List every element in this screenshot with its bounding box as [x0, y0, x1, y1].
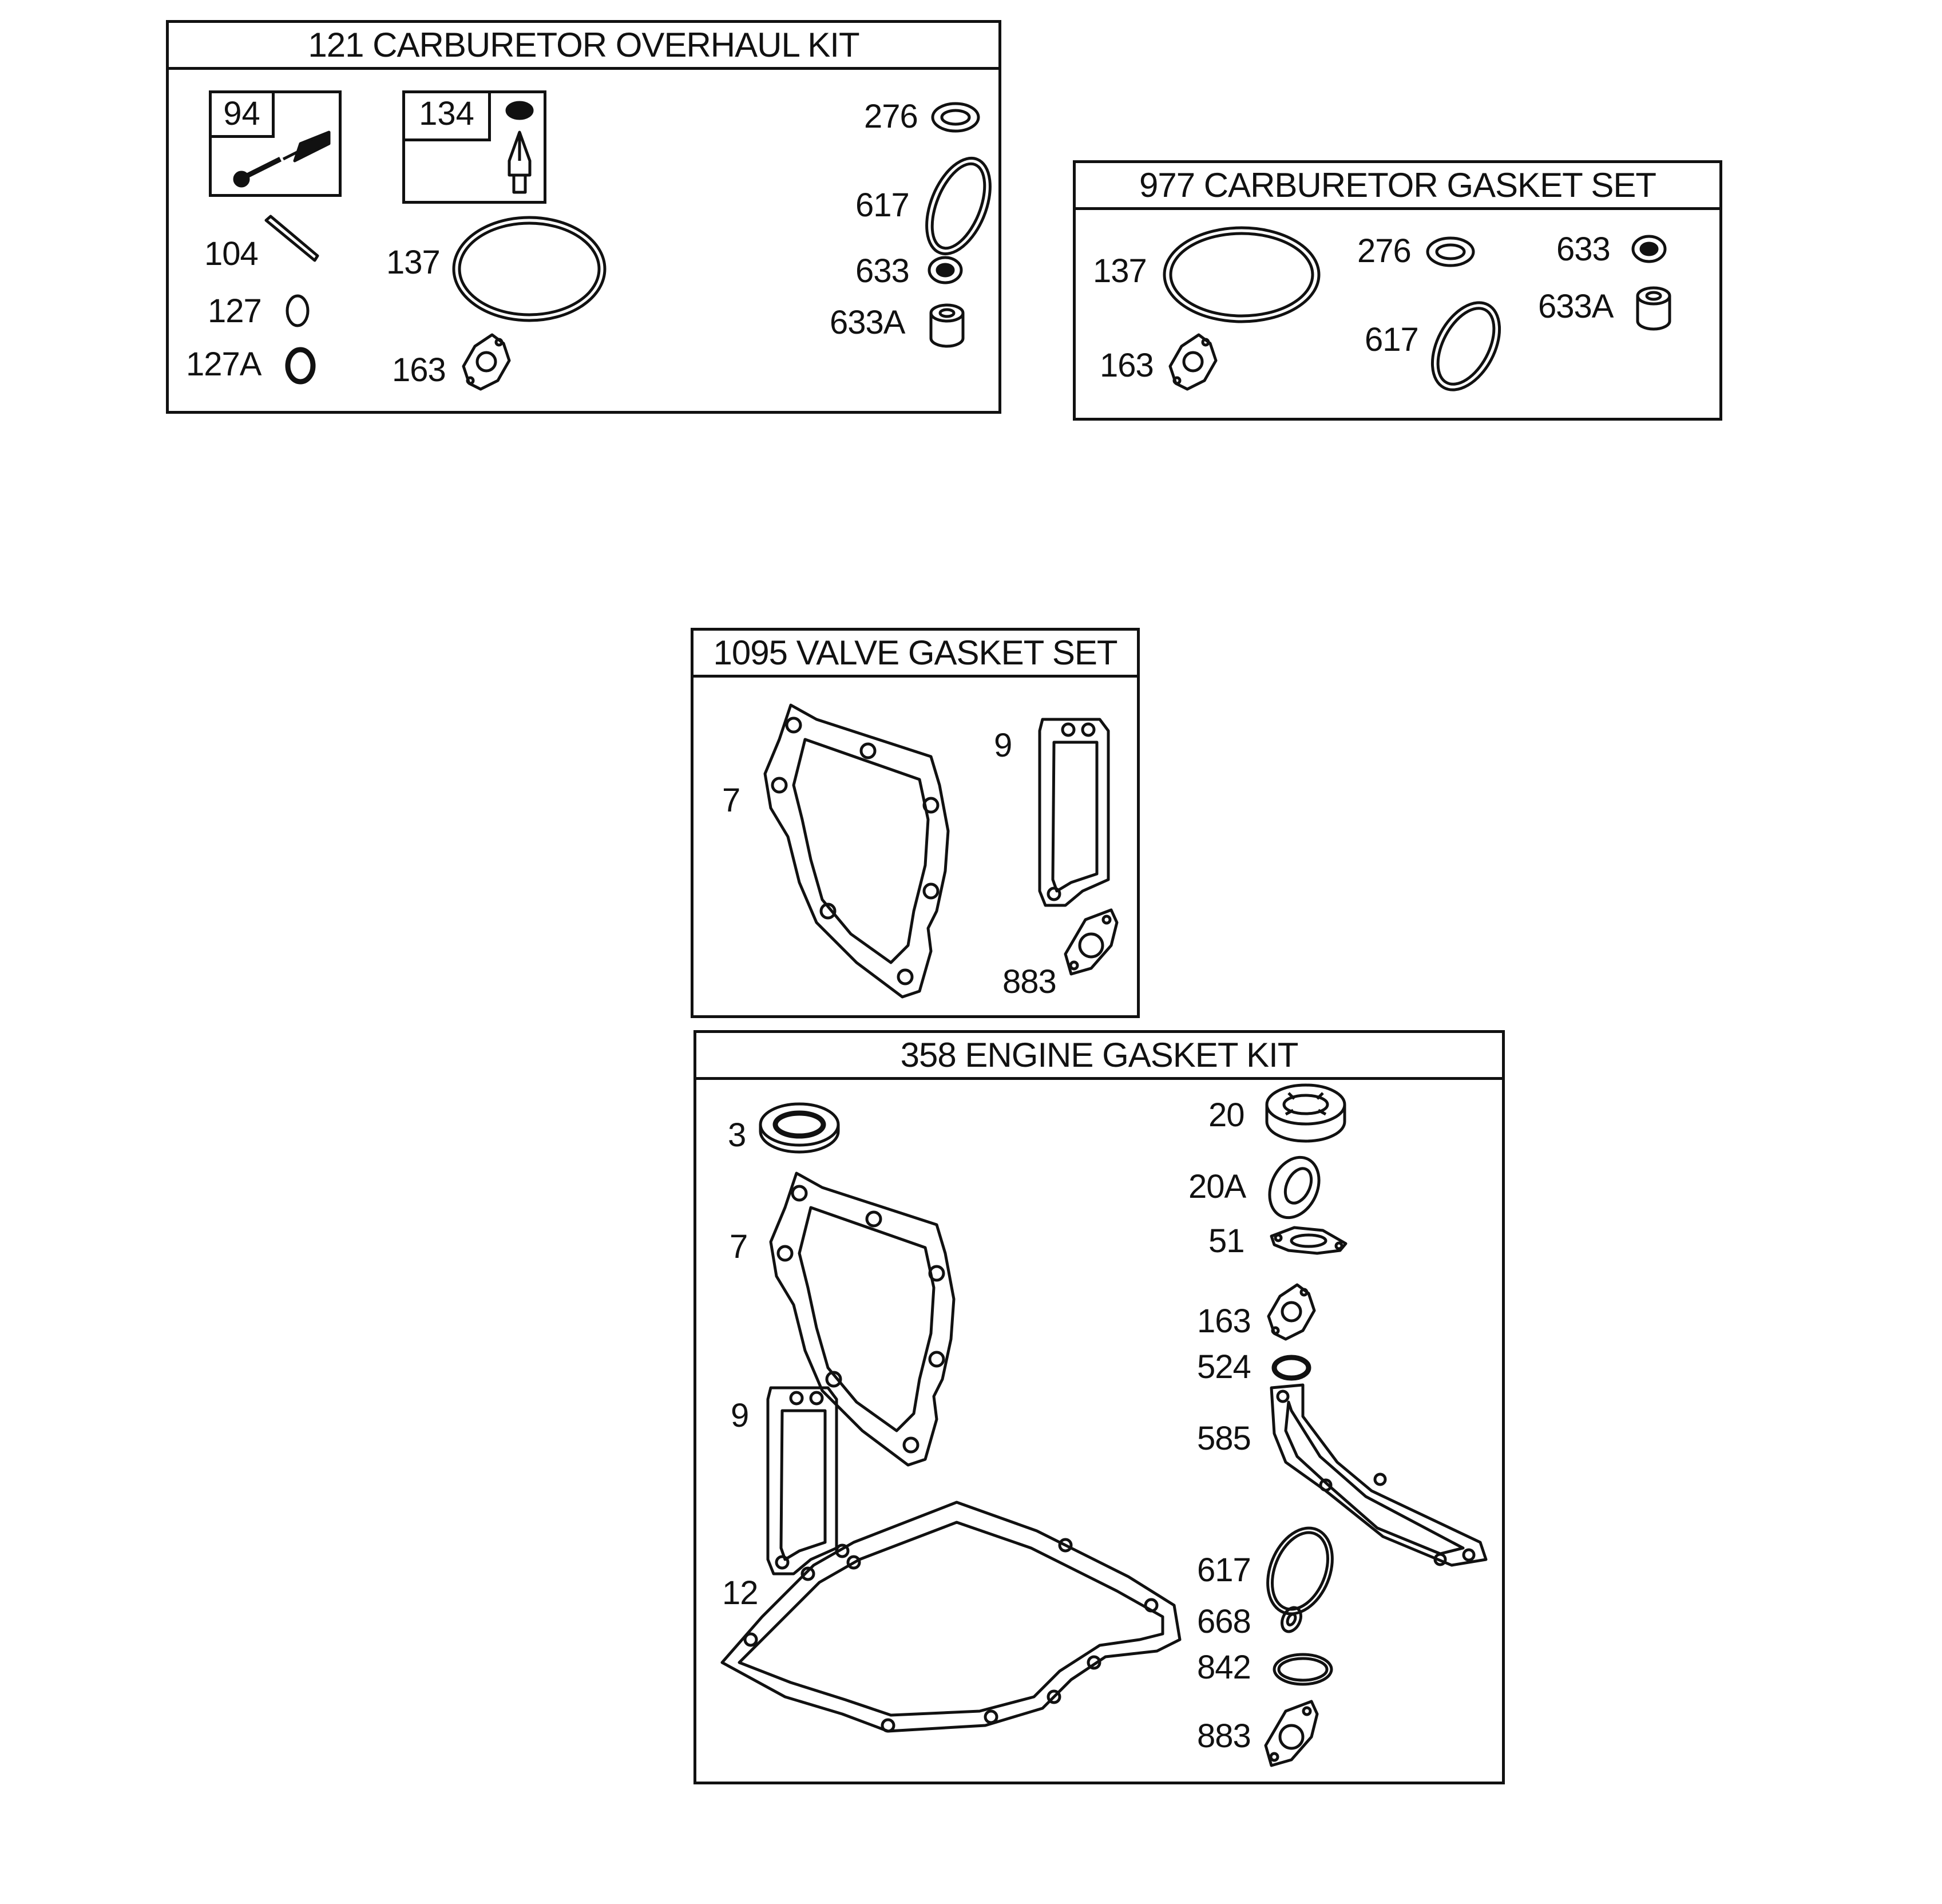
part-label-137: 137 [1093, 252, 1147, 290]
gasket-icon [1038, 718, 1110, 907]
seal-icon [1631, 235, 1667, 263]
part-label-137: 137 [386, 244, 441, 281]
seal-icon [1426, 236, 1475, 267]
kit-title: 121 CARBURETOR OVERHAUL KIT [169, 23, 998, 70]
o-ring-icon [452, 216, 607, 322]
part-label-127: 127 [208, 292, 262, 330]
part-label-524: 524 [1197, 1348, 1251, 1386]
part-label-163: 163 [1100, 347, 1154, 384]
o-ring-icon [1281, 1606, 1302, 1633]
part-label-883: 883 [1197, 1717, 1251, 1755]
o-ring-icon [1273, 1653, 1333, 1686]
part-label-633: 633 [1556, 231, 1611, 268]
part-label-163: 163 [392, 351, 446, 389]
part-label-585: 585 [1197, 1420, 1251, 1457]
gasket-icon [462, 333, 511, 391]
part-label-883: 883 [1002, 963, 1057, 1000]
part-label-276: 276 [1357, 232, 1412, 270]
seal-icon [928, 256, 963, 284]
o-ring-icon [286, 294, 310, 327]
o-ring-icon [285, 347, 316, 385]
sub-kit-134: 134 [402, 90, 546, 204]
o-ring-icon [1271, 1355, 1311, 1381]
sub-kit-94: 94 [209, 90, 342, 197]
part-label-7: 7 [730, 1228, 748, 1265]
part-label-20A: 20A [1188, 1168, 1246, 1205]
kit-title: 977 CARBURETOR GASKET SET [1076, 163, 1719, 210]
o-ring-icon [1430, 301, 1501, 391]
part-label-633: 633 [855, 252, 910, 290]
gasket-icon [1270, 1383, 1488, 1567]
kit-121-carburetor-overhaul: 121 CARBURETOR OVERHAUL KIT 94 134 104 1… [166, 20, 1001, 414]
part-label-7: 7 [722, 782, 740, 819]
gasket-icon [1270, 1226, 1347, 1255]
kit-title: 358 ENGINE GASKET KIT [696, 1033, 1502, 1080]
part-label-51: 51 [1208, 1222, 1245, 1260]
part-label-3: 3 [728, 1117, 746, 1154]
inlet-needle-icon [505, 101, 534, 194]
needle-valve-icon [233, 130, 331, 188]
part-label-617: 617 [855, 187, 910, 224]
part-label-842: 842 [1197, 1649, 1251, 1686]
gasket-icon [1264, 1700, 1319, 1767]
seal-icon [931, 102, 980, 133]
o-ring-icon [925, 156, 992, 256]
bushing-icon [1636, 286, 1671, 331]
part-label-12: 12 [722, 1574, 759, 1612]
part-label-617: 617 [1197, 1551, 1251, 1589]
kit-title: 1095 VALVE GASKET SET [693, 631, 1137, 678]
part-label-633A: 633A [1538, 288, 1614, 325]
o-ring-icon [1163, 226, 1321, 323]
part-number-94: 94 [212, 93, 275, 138]
gasket-icon [769, 1171, 956, 1467]
gasket-icon [1064, 908, 1119, 976]
seal-icon [1268, 1155, 1321, 1220]
part-label-127A: 127A [186, 346, 261, 383]
bushing-icon [929, 303, 965, 348]
part-label-9: 9 [994, 727, 1012, 764]
o-ring-icon [1266, 1526, 1334, 1616]
part-label-617: 617 [1365, 321, 1419, 358]
kit-977-carburetor-gasket-set: 977 CARBURETOR GASKET SET 137 163 276 61… [1073, 160, 1722, 421]
gasket-icon [720, 1501, 1182, 1733]
part-label-633A: 633A [830, 304, 905, 341]
kit-358-engine-gasket-kit: 358 ENGINE GASKET KIT 3 7 9 12 20 20A [693, 1030, 1505, 1784]
part-number-134: 134 [405, 93, 491, 141]
gasket-icon [763, 703, 950, 999]
part-label-276: 276 [864, 98, 918, 135]
seal-icon [759, 1102, 840, 1154]
pin-icon [264, 215, 319, 262]
part-label-20: 20 [1208, 1097, 1245, 1134]
part-label-668: 668 [1197, 1603, 1251, 1640]
seal-icon [1265, 1083, 1346, 1143]
part-label-9: 9 [731, 1397, 749, 1434]
kit-1095-valve-gasket-set: 1095 VALVE GASKET SET 7 9 883 [691, 628, 1140, 1018]
gasket-icon [1168, 333, 1218, 391]
gasket-icon [766, 1386, 838, 1576]
part-label-104: 104 [204, 235, 259, 272]
part-label-163: 163 [1197, 1303, 1251, 1340]
gasket-icon [1267, 1283, 1316, 1341]
